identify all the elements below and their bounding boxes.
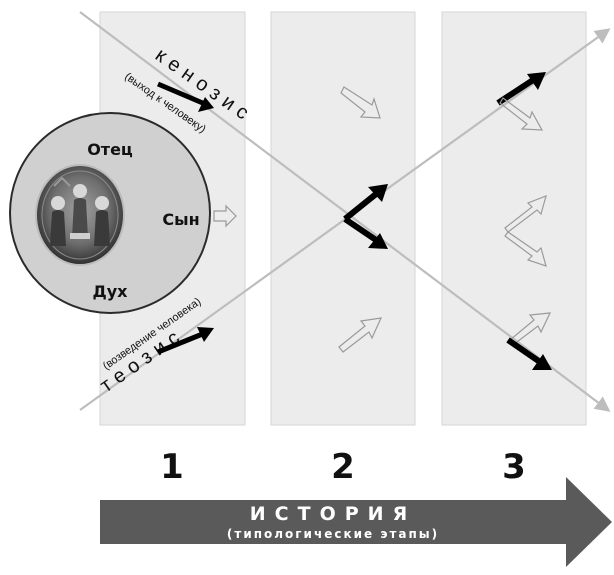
stage-2-number: 2 [331,447,355,487]
theosis-arrow-stage-1 [157,327,214,355]
trinity-icon [35,164,125,266]
son-label: Сын [162,210,199,229]
history-subtitle: (типологические этапы) [227,527,439,541]
outline-arrow-stage-2-top [340,86,381,119]
kenosis-arrow-stage-3 [506,337,552,370]
outline-arrow-stage-2-bottom [338,317,382,353]
outline-arrow-right [213,204,237,228]
kenosis-line [79,11,611,412]
stage-3-number: 3 [502,447,526,487]
outline-arrow-stage-3-top [499,97,544,131]
stage-2-panel [270,11,416,426]
history-arrow-band [100,477,612,567]
outline-fork-stage-3 [504,195,547,267]
outline-arrow-stage-3-bottom [509,312,551,346]
kenosis-arrow-stage-1 [157,81,214,112]
spirit-label: Дух [93,282,129,301]
kenosis-arrow-stage-2 [343,216,388,249]
theosis-arrow-stage-2 [343,184,388,222]
history-title: ИСТОРИЯ [250,503,416,525]
stage-1-number: 1 [160,447,184,487]
stage-3-panel [441,11,587,426]
father-label: Отец [87,140,133,159]
